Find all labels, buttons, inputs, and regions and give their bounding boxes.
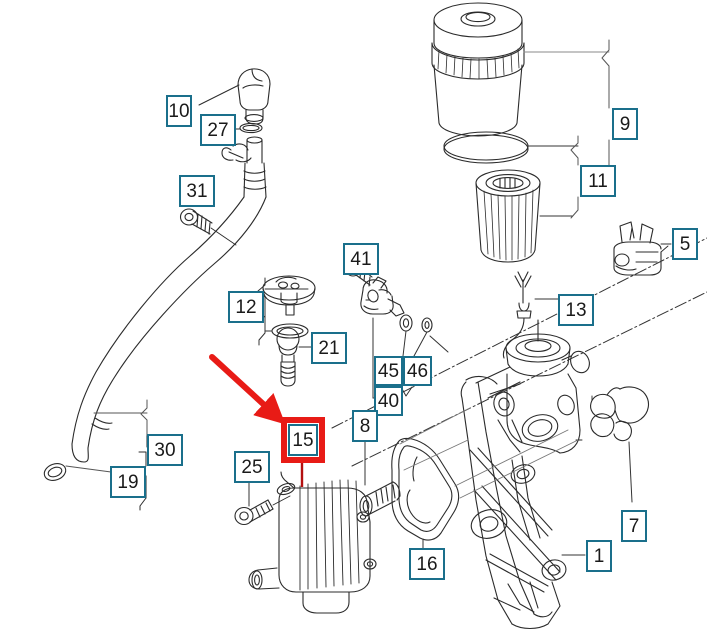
highlight-arrow	[209, 354, 286, 425]
part-bolt-25	[234, 482, 291, 526]
callout-19[interactable]: 19	[110, 466, 146, 498]
assembly-axis-lines	[331, 237, 707, 467]
callout-31[interactable]: 31	[179, 175, 215, 207]
part-gasket-16	[391, 437, 460, 549]
part-washer-45	[399, 314, 413, 332]
callout-45[interactable]: 45	[374, 356, 403, 386]
leader-lines-left	[65, 399, 148, 511]
callout-25[interactable]: 25	[234, 451, 270, 483]
callout-11[interactable]: 11	[580, 165, 616, 197]
part-drain-plug-21	[276, 327, 312, 387]
callout-10[interactable]: 10	[166, 95, 192, 127]
part-pressure-switch	[262, 275, 316, 316]
callout-41[interactable]: 41	[343, 243, 379, 275]
callout-12[interactable]: 12	[228, 291, 264, 323]
callout-27[interactable]: 27	[200, 114, 236, 146]
part-oil-filter-cap	[431, 2, 525, 137]
construction-lines	[399, 407, 579, 499]
part-retaining-clip	[613, 221, 669, 276]
callout-15-highlighted[interactable]: 15	[281, 417, 325, 463]
part-oring-19	[43, 463, 67, 481]
callout-1[interactable]: 1	[586, 540, 612, 572]
part-union-bolt-8	[359, 441, 401, 517]
part-oil-cooler	[248, 471, 377, 614]
part-filter-seal-ring	[443, 131, 529, 164]
callout-16[interactable]: 16	[409, 548, 445, 580]
part-oil-level-sensor	[502, 271, 559, 359]
callout-30[interactable]: 30	[147, 434, 183, 466]
part-oil-fitting	[360, 276, 405, 317]
callout-46[interactable]: 46	[403, 356, 432, 386]
part-gasket-7	[590, 386, 650, 503]
callout-9[interactable]: 9	[612, 108, 638, 140]
callout-40[interactable]: 40	[374, 386, 403, 416]
callout-7[interactable]: 7	[621, 510, 647, 542]
callout-8[interactable]: 8	[352, 410, 378, 442]
part-washer-46	[421, 317, 433, 333]
callout-13[interactable]: 13	[558, 294, 594, 326]
part-filter-housing-bracket	[460, 319, 593, 630]
callout-5[interactable]: 5	[672, 228, 698, 260]
part-filter-element	[475, 169, 541, 263]
part-bolt-31	[179, 208, 237, 246]
callout-21[interactable]: 21	[311, 332, 347, 364]
